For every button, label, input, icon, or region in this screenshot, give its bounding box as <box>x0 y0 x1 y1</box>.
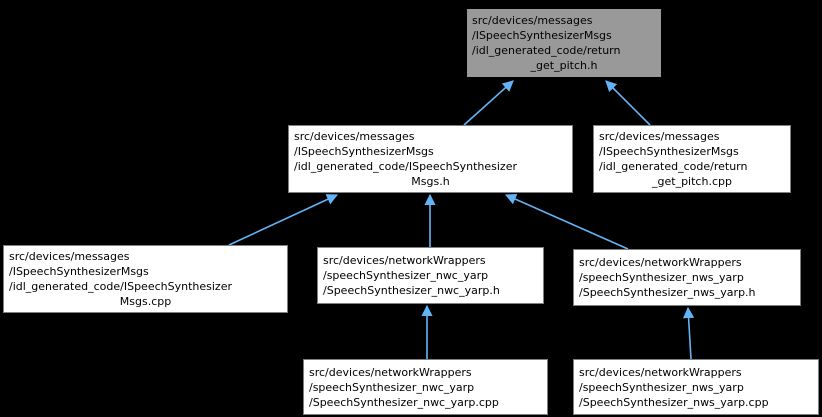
graph-node-label-line: /ISpeechSynthesizerMsgs <box>9 265 149 278</box>
graph-node-label-line: /ISpeechSynthesizerMsgs <box>294 145 434 158</box>
graph-edge-SpeechSynthesizer_nws_yarp_cpp-to-SpeechSynthesizer_nws_yarp_h <box>683 306 695 360</box>
graph-node-label-line: Msgs.h <box>411 175 450 188</box>
graph-node-SpeechSynthesizer_nws_yarp_h[interactable]: src/devices/networkWrappers/speechSynthe… <box>573 249 801 306</box>
graph-node-label-line: /ISpeechSynthesizerMsgs <box>472 29 612 42</box>
graph-node-label-line: Msgs.cpp <box>119 295 172 308</box>
graph-node-label-line: /speechSynthesizer_nws_yarp <box>579 380 744 394</box>
graph-node-label-line: /idl_generated_code/ISpeechSynthesizer <box>294 160 517 173</box>
graph-node-label-line: _get_pitch.h <box>530 59 598 72</box>
graph-edge-ISpeechSynthesizerMsgs_h-to-return_get_pitch_h <box>463 80 514 126</box>
graph-node-label-line: src/devices/messages <box>599 130 720 143</box>
graph-node-label-line: src/devices/messages <box>9 250 130 263</box>
graph-node-ISpeechSynthesizerMsgs_cpp[interactable]: src/devices/messages/ISpeechSynthesizerM… <box>3 245 288 313</box>
graph-node-label-line: /idl_generated_code/return <box>472 44 621 57</box>
graph-node-SpeechSynthesizer_nwc_yarp_h[interactable]: src/devices/networkWrappers/speechSynthe… <box>317 247 544 304</box>
graph-node-label-line: /SpeechSynthesizer_nwc_yarp.h <box>323 284 500 297</box>
graph-node-label-line: src/devices/messages <box>472 14 593 27</box>
graph-node-label-line: /SpeechSynthesizer_nws_yarp.cpp <box>579 395 769 409</box>
graph-node-label-line: /speechSynthesizer_nwc_yarp <box>309 380 475 394</box>
graph-node-return_get_pitch_cpp[interactable]: src/devices/messages/ISpeechSynthesizerM… <box>593 125 791 193</box>
graph-node-label-line: src/devices/networkWrappers <box>309 365 472 379</box>
graph-node-label-line: /idl_generated_code/ISpeechSynthesizer <box>9 280 232 293</box>
graph-node-label-line: /idl_generated_code/return <box>599 160 748 173</box>
graph-edge-ISpeechSynthesizerMsgs_cpp-to-ISpeechSynthesizerMsgs_h <box>228 194 339 246</box>
graph-node-label-line: _get_pitch.cpp <box>652 175 732 188</box>
graph-node-return_get_pitch_h: src/devices/messages/ISpeechSynthesizerM… <box>466 8 662 78</box>
graph-node-label-line: /speechSynthesizer_nws_yarp <box>579 271 744 284</box>
graph-node-ISpeechSynthesizerMsgs_h[interactable]: src/devices/messages/ISpeechSynthesizerM… <box>288 125 573 193</box>
graph-edge-SpeechSynthesizer_nws_yarp_h-to-ISpeechSynthesizerMsgs_h <box>504 193 629 250</box>
graph-node-SpeechSynthesizer_nws_yarp_cpp[interactable]: src/devices/networkWrappers/speechSynthe… <box>573 359 819 415</box>
graph-node-label-line: /speechSynthesizer_nwc_yarp <box>323 269 489 282</box>
graph-node-label-line: /SpeechSynthesizer_nws_yarp.h <box>579 286 756 299</box>
graph-edge-return_get_pitch_cpp-to-return_get_pitch_h <box>605 80 651 126</box>
graph-node-label-line: /ISpeechSynthesizerMsgs <box>599 145 739 158</box>
graph-node-SpeechSynthesizer_nwc_yarp_cpp[interactable]: src/devices/networkWrappers/speechSynthe… <box>303 359 548 415</box>
graph-node-label-line: src/devices/networkWrappers <box>579 256 742 269</box>
graph-node-label-line: src/devices/networkWrappers <box>579 365 742 379</box>
graph-node-label-line: src/devices/networkWrappers <box>323 254 486 267</box>
graph-node-label-line: src/devices/messages <box>294 130 415 143</box>
graph-node-label-line: /SpeechSynthesizer_nwc_yarp.cpp <box>309 395 499 409</box>
